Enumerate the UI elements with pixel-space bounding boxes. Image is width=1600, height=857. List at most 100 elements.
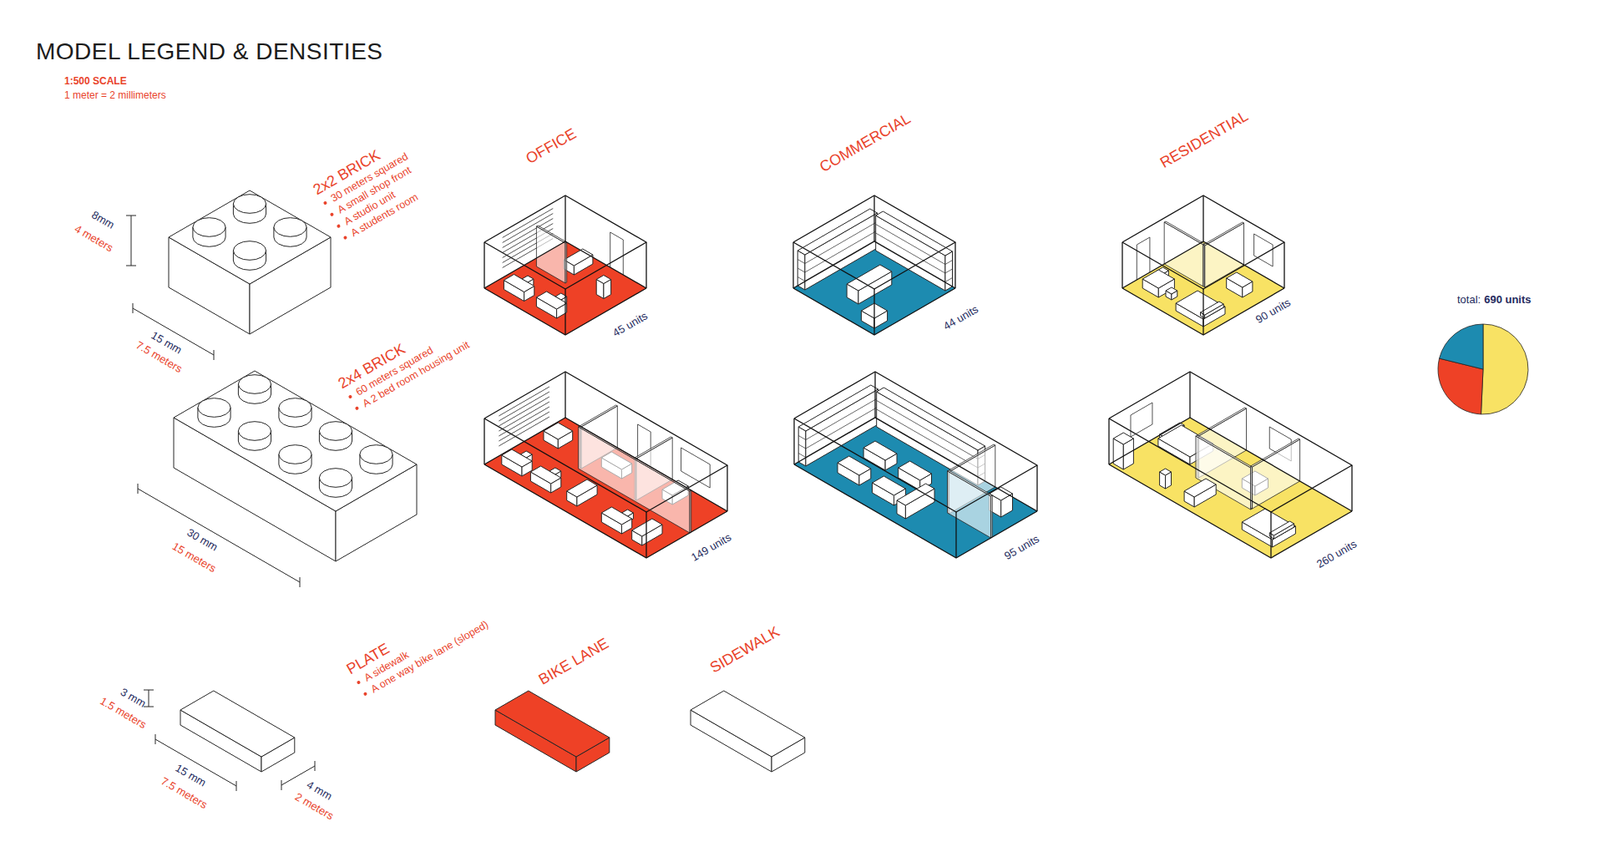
dimension-tick [213,349,215,360]
dimension [126,215,137,266]
room-outline [1202,288,1204,335]
room-outline [1122,241,1285,289]
partition-wall [1195,435,1253,468]
brick-stud [273,217,307,238]
furniture [1175,290,1226,319]
unit-count: 95 units [1002,532,1043,563]
dimension-line [131,215,132,266]
plate-type-label: SIDEWALK [707,622,783,677]
furniture [596,275,611,284]
plate-type-label: BIKE LANE [536,634,613,689]
partition-wall [1164,221,1206,245]
partition-wall [1250,438,1301,467]
room-outline [1270,511,1271,558]
furniture [632,518,663,537]
brick-stud [197,398,231,418]
partition-wall [579,405,618,427]
room-outline [484,195,647,289]
room-outline [483,242,485,289]
partition-wall [1252,439,1301,509]
partition-wall [991,495,993,538]
wall-detail [498,386,550,416]
furniture [798,384,878,431]
room-outline [1108,371,1352,512]
dimension-tick [314,760,316,771]
furniture [530,465,561,484]
partition-wall [634,436,673,459]
room-model [794,371,1038,558]
partition-wall [1197,407,1247,436]
room-outline [1108,418,1109,465]
dimension-tick [132,303,134,314]
furniture [1113,432,1134,445]
dimension-tick [143,689,154,691]
plate-body [180,690,295,757]
furniture [797,208,877,255]
total-label: total: [1457,293,1481,307]
unit-count: 260 units [1314,537,1359,571]
partition-wall [578,425,692,492]
legend-text-block: PLATEA sidewalkA one way bike lane (slop… [343,590,492,702]
column-heading: OFFICE [522,125,580,168]
total-value: 690 units [1483,293,1531,307]
room-outline [484,371,728,512]
furniture [872,475,907,496]
room-outline [564,288,566,335]
furniture [543,422,573,440]
room-outline [793,418,795,465]
room-outline [793,288,956,335]
furniture [898,460,932,481]
furniture [896,483,935,506]
room-outline [564,195,566,242]
room-outline [1283,242,1285,289]
plate-body [690,690,806,757]
furniture [1241,508,1296,540]
room-outline [792,242,794,289]
scale-note: 1 meter = 2 millimeters [64,90,167,102]
room-model [484,195,647,335]
partition-wall [689,490,692,533]
dimension [137,483,300,588]
room-model [793,195,956,335]
room-outline [873,288,875,335]
brick-stud [359,445,393,465]
pie-slice [1439,324,1484,370]
room-outline [1108,417,1352,512]
furniture [837,455,871,476]
partition-wall [947,444,996,472]
dimension-line [137,488,300,583]
illustration [126,190,1529,791]
brick-stud [318,421,352,441]
furniture [1159,468,1172,476]
room-outline [564,371,566,418]
dimension-tick [126,265,137,267]
brick-stud [232,194,266,214]
unit-count: 44 units [941,303,982,334]
room-model [1108,371,1352,558]
room-outline [645,511,647,558]
brick-body [168,190,331,284]
room-outline [1036,465,1038,512]
furniture [1165,287,1178,294]
dimension-tick [137,483,139,494]
brick-stud [237,374,271,395]
shelf-line [798,398,878,441]
dimension-tick [126,215,137,217]
furniture [1200,301,1225,315]
room-outline [794,417,1038,512]
scale-title: 1:500 SCALE [64,75,127,88]
room-outline [954,242,956,289]
dimension-tick [143,706,154,708]
diagram-title: MODEL LEGEND & DENSITIES [35,38,384,66]
room-outline [1351,465,1352,512]
room-outline [1122,195,1285,289]
furniture [1142,269,1175,289]
shelf-line [875,232,953,274]
furniture [1226,272,1253,288]
partition-wall [565,242,568,284]
furniture [567,479,598,497]
room-outline [645,242,647,289]
dimension-tick [299,577,301,588]
shelf-line [875,224,953,265]
